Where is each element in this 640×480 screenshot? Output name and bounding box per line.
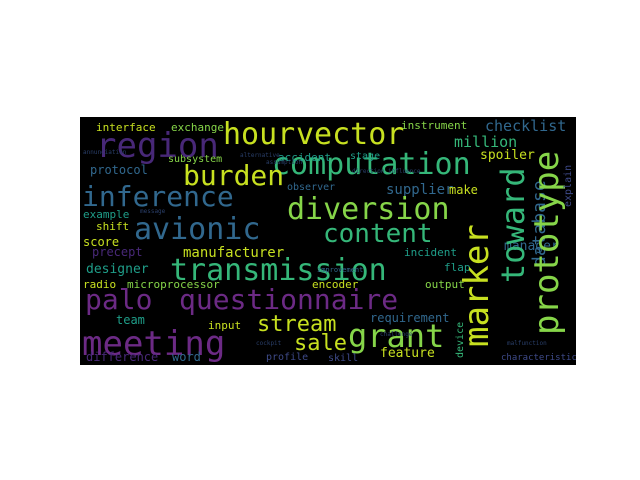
word: assumption [266, 159, 303, 166]
word: radio [83, 278, 117, 291]
word: protocol [90, 163, 148, 177]
word: characteristic [501, 353, 576, 363]
word: flap [444, 261, 471, 274]
word: requirement [370, 311, 450, 325]
word: meeting [82, 324, 226, 364]
word: score [83, 235, 120, 249]
word-cloud: interface exchange hour vector instrumen… [80, 117, 576, 365]
word: profile [266, 352, 309, 363]
word: transmission [170, 253, 387, 288]
word: inference [82, 180, 234, 213]
word: avionic [134, 212, 261, 247]
word: interface [96, 121, 156, 134]
word: burden [183, 159, 285, 192]
word: output [425, 278, 465, 291]
word: example [83, 208, 130, 221]
word: word [172, 350, 201, 364]
word: vector [296, 117, 405, 152]
word: accident [278, 151, 331, 164]
word: checklist [485, 117, 567, 135]
word: stream [257, 312, 337, 337]
word: team [116, 313, 145, 327]
word: message [140, 208, 166, 215]
word: supplier [386, 182, 454, 198]
word: prototype [527, 150, 567, 335]
word: spoiler [480, 148, 535, 163]
word: hour [223, 117, 296, 152]
word: toward [494, 167, 532, 283]
word: customer [241, 120, 246, 121]
word: grant [348, 317, 445, 355]
word: microprocessor [127, 278, 220, 291]
word: computation [272, 147, 471, 182]
word: precept [92, 245, 143, 259]
word: observer [287, 182, 336, 193]
word: region [96, 126, 219, 166]
word: alternative [240, 152, 280, 159]
word: skill [328, 353, 359, 364]
word: million [454, 133, 518, 151]
word: content [323, 219, 433, 249]
word: exchange [171, 121, 224, 134]
word: improvement [317, 266, 364, 274]
word: device [455, 321, 466, 358]
word: direction [352, 168, 385, 175]
word: incident [404, 246, 457, 259]
word: influence [388, 168, 421, 175]
word: explain [563, 164, 574, 207]
word: palo [85, 283, 153, 316]
word: encoder [312, 278, 359, 291]
word: make [449, 183, 478, 197]
word: manager [504, 239, 559, 254]
word: feature [380, 346, 435, 361]
word: input [208, 319, 242, 332]
word: designer [86, 262, 149, 277]
word: subsystem [168, 154, 223, 165]
word: instrument [401, 119, 468, 132]
word: manufacturer [183, 245, 285, 261]
word: cockpit [256, 340, 282, 347]
word: questionnaire [179, 283, 399, 316]
word: definition [312, 120, 319, 121]
word: malfunction [507, 340, 547, 347]
word: challenge [380, 331, 413, 338]
word: diversion [287, 192, 450, 227]
word: stage [350, 151, 381, 162]
word: sale [294, 331, 347, 356]
word: annunciation [83, 149, 127, 156]
word: shift [96, 220, 130, 233]
word: difference [86, 350, 159, 364]
